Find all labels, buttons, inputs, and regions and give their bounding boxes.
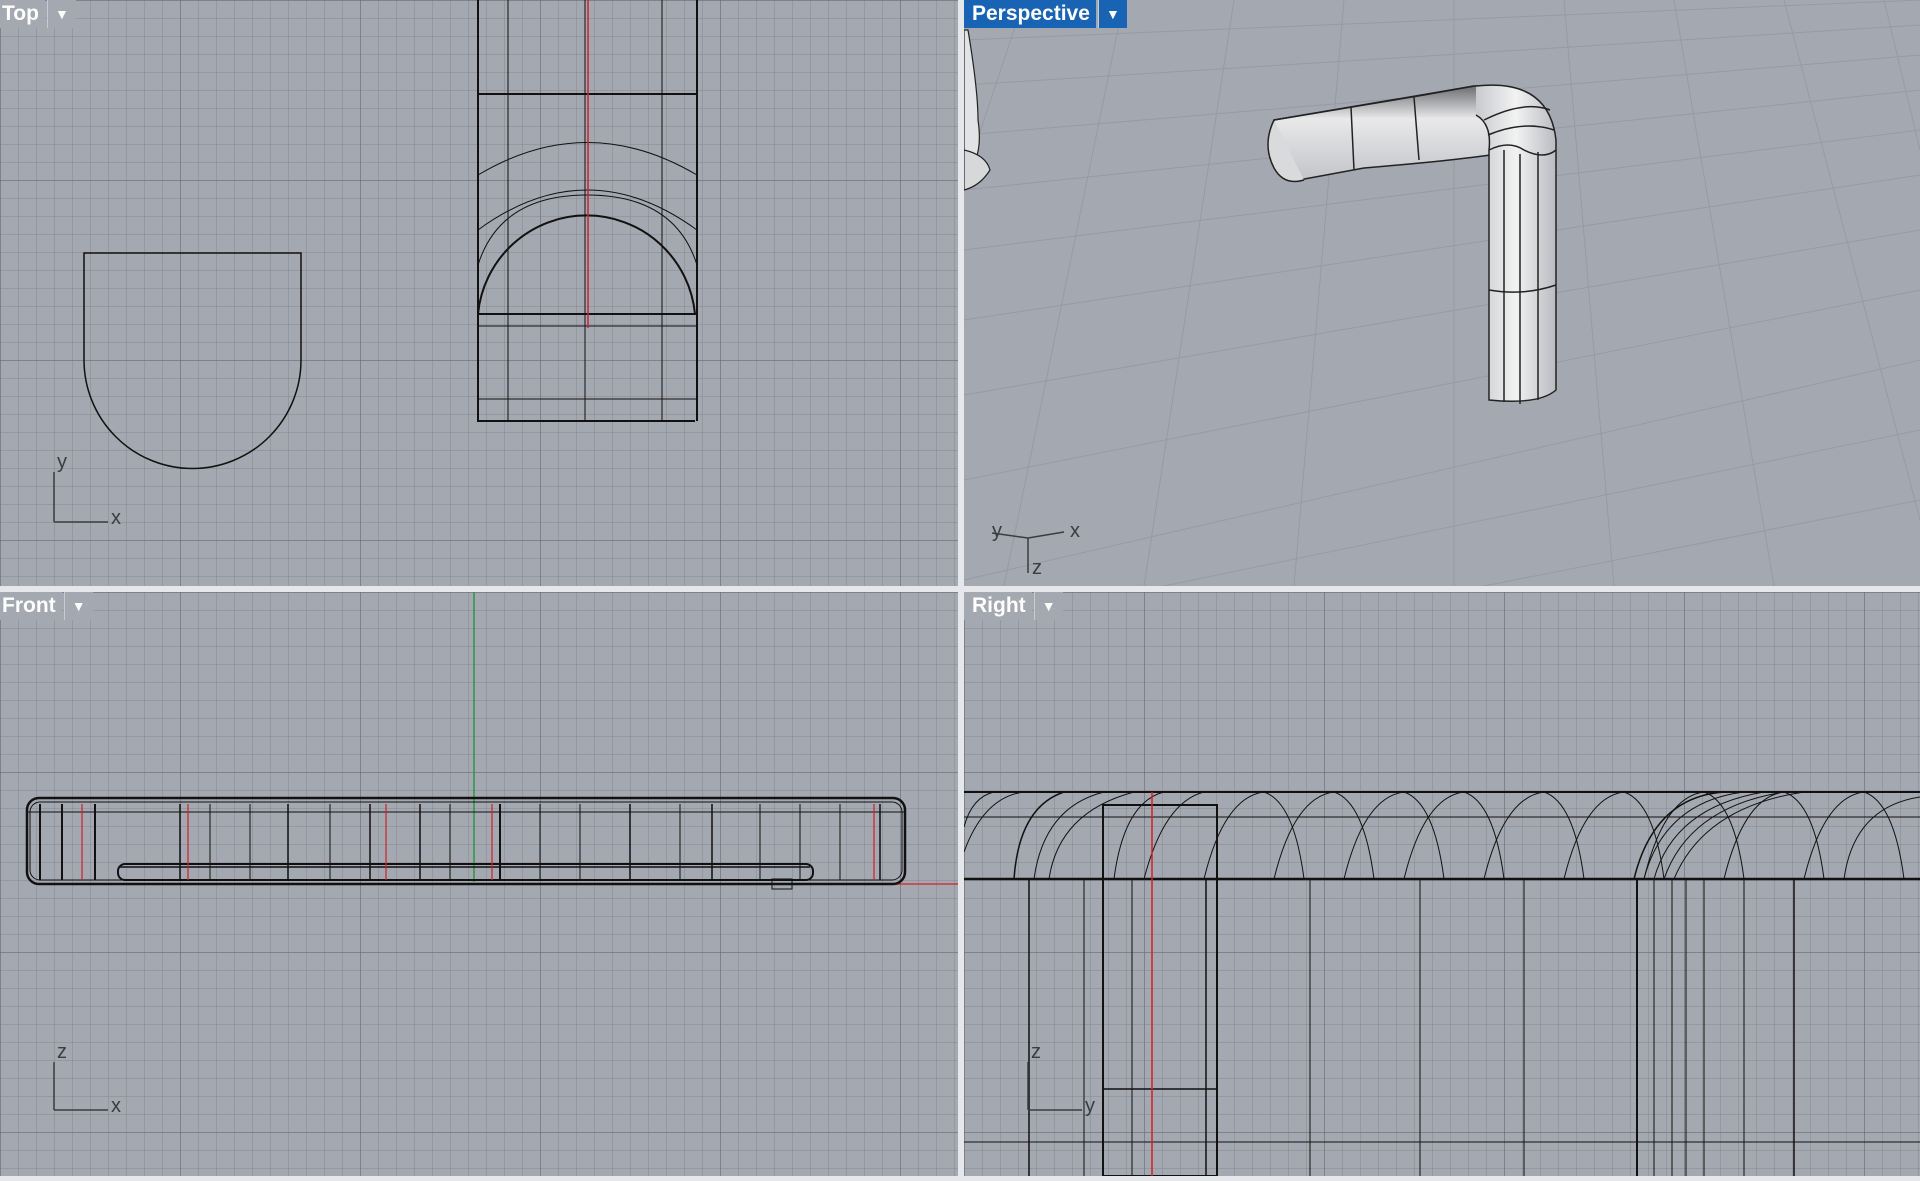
axis-triad xyxy=(53,472,108,523)
viewport-front[interactable]: Front ▼ xyxy=(0,592,958,1176)
chevron-down-icon[interactable]: ▼ xyxy=(46,0,76,28)
axis-label-x: x xyxy=(1070,520,1080,542)
viewport-splitter-horizontal[interactable] xyxy=(0,586,1920,592)
wireframe-object-right xyxy=(964,791,1920,1176)
axis-label-z: z xyxy=(1031,1041,1041,1063)
viewport-title-front[interactable]: Front ▼ xyxy=(0,592,93,620)
viewport-name[interactable]: Right xyxy=(964,592,1032,620)
axis-label-y: y xyxy=(992,520,1002,542)
chevron-down-icon[interactable]: ▼ xyxy=(1033,592,1063,620)
viewport-top[interactable]: Top ▼ y x xyxy=(0,0,958,586)
axis-label-x: x xyxy=(111,1095,121,1117)
viewport-title-top[interactable]: Top ▼ xyxy=(0,0,76,28)
right-scene: z y xyxy=(964,791,1920,1176)
viewport-right[interactable]: Right ▼ xyxy=(964,592,1920,1176)
wireframe-object-front xyxy=(25,796,907,890)
chevron-down-icon[interactable]: ▼ xyxy=(1097,0,1127,28)
axis-label-z: z xyxy=(57,1041,67,1063)
viewport-perspective[interactable]: y x z Perspective ▼ xyxy=(964,0,1920,586)
axis-label-x: x xyxy=(111,507,121,529)
axis-triad xyxy=(991,531,1065,573)
perspective-grid xyxy=(964,0,1920,586)
viewport-name[interactable]: Top xyxy=(0,0,45,28)
viewport-name[interactable]: Perspective xyxy=(964,0,1096,28)
top-scene: y x xyxy=(53,0,698,529)
axis-label-z: z xyxy=(1032,557,1042,579)
grid xyxy=(964,592,1920,1176)
bottom-edge xyxy=(0,1176,1920,1181)
axis-triad xyxy=(1027,1062,1082,1111)
axis-label-y: y xyxy=(57,451,67,473)
axis-label-y: y xyxy=(1085,1095,1095,1117)
viewport-name[interactable]: Front xyxy=(0,592,62,620)
viewport-title-perspective[interactable]: Perspective ▼ xyxy=(964,0,1127,28)
perspective-scene: y x z xyxy=(964,0,1920,586)
axis-triad xyxy=(53,1062,108,1111)
chevron-down-icon[interactable]: ▼ xyxy=(63,592,93,620)
d-profile-curve xyxy=(83,252,302,470)
front-scene: z x xyxy=(25,592,958,1117)
viewport-title-right[interactable]: Right ▼ xyxy=(964,592,1063,620)
pipe-object xyxy=(1267,84,1557,404)
